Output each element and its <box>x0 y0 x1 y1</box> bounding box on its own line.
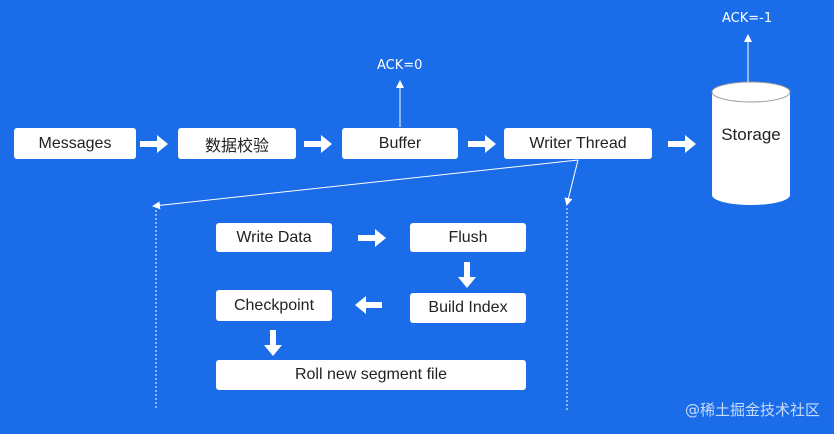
arrow-checkpoint-to-roll <box>264 330 282 356</box>
arrow-writedata-to-flush <box>358 229 386 247</box>
build-index-label: Build Index <box>428 299 508 316</box>
roll-segment-label: Roll new segment file <box>294 366 448 383</box>
zoom-line-right <box>564 159 579 206</box>
writer-thread-label: Writer Thread <box>529 134 627 152</box>
buffer-label: Buffer <box>378 134 422 152</box>
storage-label: Storage <box>721 125 781 144</box>
messages-box: Messages <box>14 128 136 159</box>
arrow-messages-to-validate <box>140 135 168 153</box>
arrow-validate-to-buffer <box>304 135 332 153</box>
write-data-box: Write Data <box>216 223 332 252</box>
arrow-writer-to-storage <box>668 135 696 153</box>
ack-buffer-label: ACK=0 <box>377 58 423 73</box>
storage-cylinder <box>711 81 791 205</box>
roll-segment-box: Roll new segment file <box>216 360 526 390</box>
watermark: @稀土掘金技术社区 <box>684 401 820 419</box>
arrow-flush-to-buildindex <box>458 262 476 288</box>
checkpoint-box: Checkpoint <box>216 290 332 321</box>
build-index-box: Build Index <box>410 293 526 323</box>
arrow-buildindex-to-checkpoint <box>355 296 382 314</box>
validate-box: 数据校验 <box>178 128 296 159</box>
ack-storage-label: ACK=-1 <box>722 11 773 26</box>
write-data-label: Write Data <box>236 228 312 246</box>
arrow-buffer-to-writer <box>468 135 496 153</box>
messages-label: Messages <box>38 134 112 152</box>
writer-thread-box: Writer Thread <box>504 128 652 159</box>
flush-box: Flush <box>410 223 526 252</box>
zoom-line-left <box>152 159 579 210</box>
flush-label: Flush <box>448 228 488 246</box>
buffer-box: Buffer <box>342 128 458 159</box>
checkpoint-label: Checkpoint <box>233 296 315 314</box>
detail-arrows <box>264 229 476 356</box>
validate-label: 数据校验 <box>204 137 269 155</box>
top-row-arrows <box>140 135 696 153</box>
